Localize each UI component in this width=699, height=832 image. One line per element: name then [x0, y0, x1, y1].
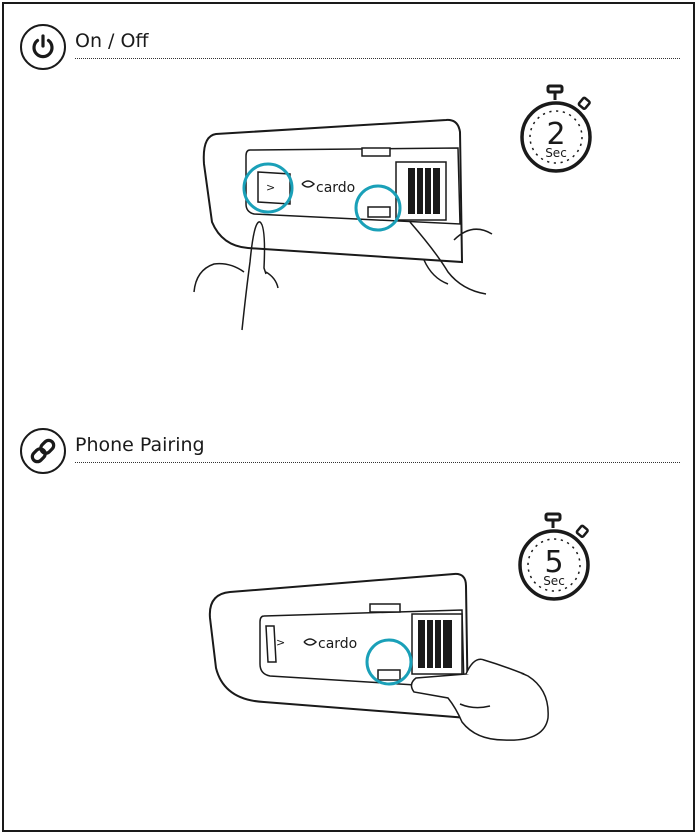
svg-text:>: >	[266, 181, 275, 194]
device-illustration-on-off: > cardo	[193, 118, 493, 331]
timer-unit: Sec	[543, 574, 565, 588]
brand-label: cardo	[316, 180, 355, 196]
divider	[75, 58, 680, 59]
section-header-phone-pairing: Phone Pairing	[20, 428, 680, 478]
section-title: On / Off	[75, 30, 149, 52]
device-illustration-phone-pairing: > cardo	[208, 572, 549, 741]
section-header-on-off: On / Off	[20, 24, 680, 74]
timer-value: 2	[546, 117, 565, 152]
section-title: Phone Pairing	[75, 434, 205, 456]
timer-value: 5	[544, 545, 563, 580]
svg-text:>: >	[276, 636, 285, 649]
timer-unit: Sec	[545, 146, 567, 160]
stopwatch-2-sec: 2 Sec	[520, 84, 592, 173]
stopwatch-5-sec: 5 Sec	[518, 512, 590, 601]
power-icon	[20, 24, 66, 70]
divider	[75, 462, 680, 463]
brand-label: cardo	[318, 636, 357, 652]
link-icon	[20, 428, 66, 474]
